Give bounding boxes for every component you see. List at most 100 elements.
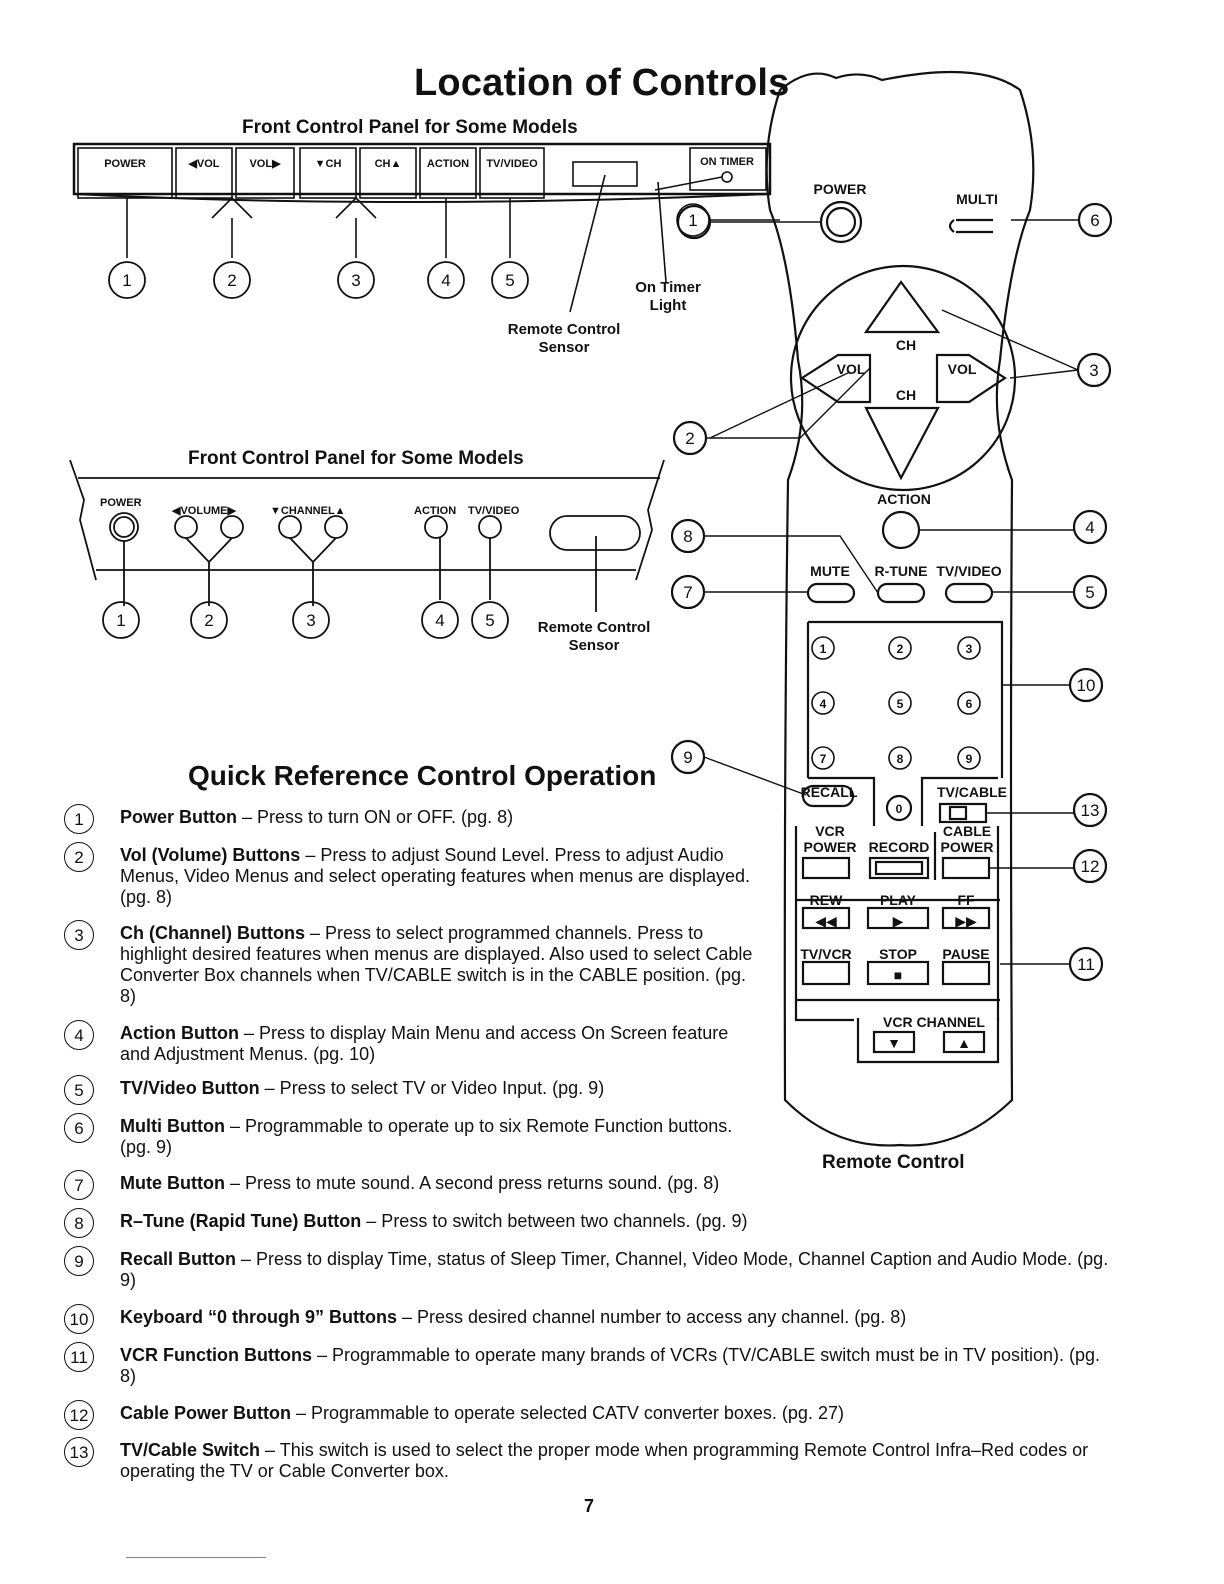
stop-icon: ■ (894, 967, 902, 983)
quick-reference-title: Quick Reference Control Operation (188, 760, 657, 791)
item-text: – Press desired channel number to access… (397, 1307, 907, 1327)
panel1-action-label: ACTION (427, 158, 469, 170)
list-item: Recall Button – Press to display Time, s… (120, 1249, 1110, 1291)
item-name: TV/Cable Switch (120, 1440, 261, 1460)
panel1-power-label: POWER (104, 158, 146, 170)
item-name: Ch (Channel) Buttons (120, 923, 305, 943)
panel2-callout-5: 5 (485, 611, 494, 630)
item-name: R–Tune (Rapid Tune) Button (120, 1211, 362, 1231)
panel1-sensor-label-1: Remote Control (508, 321, 621, 338)
item-name: Keyboard “0 through 9” Buttons (120, 1307, 398, 1327)
remote-digit-2: 2 (897, 642, 904, 656)
item-text: – Press to display Main Menu and access … (120, 1023, 729, 1064)
item-text: – Press to turn ON or OFF. (pg. 8) (237, 807, 514, 827)
item-number: 9 (64, 1246, 94, 1276)
panel2-volume-label: ◀VOLUME▶ (171, 505, 237, 517)
chevron-up-icon: ▲ (957, 1035, 971, 1051)
panel2-callout-3: 3 (306, 611, 315, 630)
item-number: 1 (64, 804, 94, 834)
panel1-callout-4: 4 (441, 271, 450, 290)
remote-digit-7: 7 (820, 752, 827, 766)
panel1-vol-up-label: VOL▶ (249, 158, 281, 170)
ff-icon: ▶▶ (955, 913, 977, 929)
panel1-ch-down-label: ▼CH (315, 158, 342, 170)
list-item: Vol (Volume) Buttons – Press to adjust S… (120, 845, 760, 908)
list-item: Action Button – Press to display Main Me… (120, 1023, 760, 1065)
remote-callout-2: 2 (685, 429, 694, 448)
panel2-callout-1: 1 (116, 611, 125, 630)
panel1-ch-up-label: CH▲ (375, 158, 402, 170)
remote-callout-13: 13 (1081, 801, 1100, 820)
remote-stop-label: STOP (879, 946, 917, 962)
item-number: 11 (64, 1342, 94, 1372)
remote-rtune-label: R-TUNE (875, 563, 928, 579)
remote-rew-label: REW (810, 892, 843, 908)
list-item: Cable Power Button – Programmable to ope… (120, 1403, 1110, 1424)
panel2-sensor-label-1: Remote Control (538, 619, 651, 636)
remote-multi-label: MULTI (956, 191, 998, 207)
panel1-sensor-label-2: Sensor (539, 339, 590, 356)
remote-callout-7: 7 (683, 583, 692, 602)
panel2-title: Front Control Panel for Some Models (188, 448, 524, 469)
remote-cable-power-label: POWER (941, 839, 994, 855)
item-number: 5 (64, 1075, 94, 1105)
item-name: Power Button (120, 807, 237, 827)
list-item: Multi Button – Programmable to operate u… (120, 1116, 760, 1158)
list-item: Keyboard “0 through 9” Buttons – Press d… (120, 1307, 1110, 1328)
remote-mute-label: MUTE (810, 563, 850, 579)
remote-digit-9: 9 (966, 752, 973, 766)
list-item: Power Button – Press to turn ON or OFF. … (120, 807, 760, 828)
panel2-action-label: ACTION (414, 505, 456, 517)
remote-tvvcr-label: TV/VCR (800, 946, 851, 962)
panel1-callout-3: 3 (351, 271, 360, 290)
remote-callout-11: 11 (1077, 955, 1095, 974)
item-number: 6 (64, 1113, 94, 1143)
remote-vcr-channel-label: VCR CHANNEL (883, 1014, 985, 1030)
item-name: Multi Button (120, 1116, 225, 1136)
remote-control-diagram: POWER MULTI CH CH VOL VOL ACTION MUTE R-… (670, 70, 1113, 1147)
item-number: 12 (64, 1400, 94, 1430)
list-item: R–Tune (Rapid Tune) Button – Press to sw… (120, 1211, 1110, 1232)
front-panel-2-diagram: POWER ◀VOLUME▶ ▼CHANNEL▲ ACTION TV/VIDEO… (69, 459, 665, 654)
remote-callout-5: 5 (1085, 583, 1094, 602)
list-item: Mute Button – Press to mute sound. A sec… (120, 1173, 1110, 1194)
remote-control-title: Remote Control (822, 1152, 965, 1173)
remote-vol-left-label: VOL (837, 361, 866, 377)
remote-ch-up-label: CH (896, 337, 916, 353)
item-name: TV/Video Button (120, 1078, 260, 1098)
remote-power-label: POWER (814, 181, 867, 197)
panel1-tvvideo-label: TV/VIDEO (486, 158, 538, 170)
list-item: VCR Function Buttons – Programmable to o… (120, 1345, 1110, 1387)
page-title: Location of Controls (414, 62, 790, 104)
remote-callout-4: 4 (1085, 518, 1094, 537)
item-text: – Programmable to operate selected CATV … (291, 1403, 844, 1423)
item-text: – Press to select TV or Video Input. (pg… (259, 1078, 605, 1098)
remote-vcr-label: VCR (815, 823, 845, 839)
panel1-on-timer-label: ON TIMER (700, 156, 754, 168)
item-name: Action Button (120, 1023, 239, 1043)
item-text: – Press to mute sound. A second press re… (224, 1173, 720, 1193)
remote-digit-3: 3 (966, 642, 973, 656)
remote-digit-6: 6 (966, 697, 973, 711)
remote-action-label: ACTION (877, 491, 931, 507)
list-item: Ch (Channel) Buttons – Press to select p… (120, 923, 760, 1007)
item-number: 2 (64, 842, 94, 872)
panel2-channel-label: ▼CHANNEL▲ (270, 505, 346, 517)
item-name: Cable Power Button (120, 1403, 292, 1423)
remote-digit-0: 0 (896, 802, 903, 816)
remote-ff-label: FF (957, 892, 975, 908)
item-number: 10 (64, 1304, 94, 1334)
item-text: – Press to display Time, status of Sleep… (120, 1249, 1109, 1290)
remote-record-label: RECORD (869, 839, 930, 855)
remote-recall-label: RECALL (801, 784, 858, 800)
remote-callout-3: 3 (1089, 361, 1098, 380)
panel1-vol-down-label: ◀VOL (187, 158, 219, 170)
item-name: Recall Button (120, 1249, 237, 1269)
item-name: VCR Function Buttons (120, 1345, 312, 1365)
panel1-callout-2: 2 (227, 271, 236, 290)
panel2-tvvideo-label: TV/VIDEO (468, 505, 520, 517)
remote-vol-right-label: VOL (948, 361, 977, 377)
item-name: Vol (Volume) Buttons (120, 845, 301, 865)
item-number: 8 (64, 1208, 94, 1238)
chevron-down-icon: ▼ (887, 1035, 901, 1051)
